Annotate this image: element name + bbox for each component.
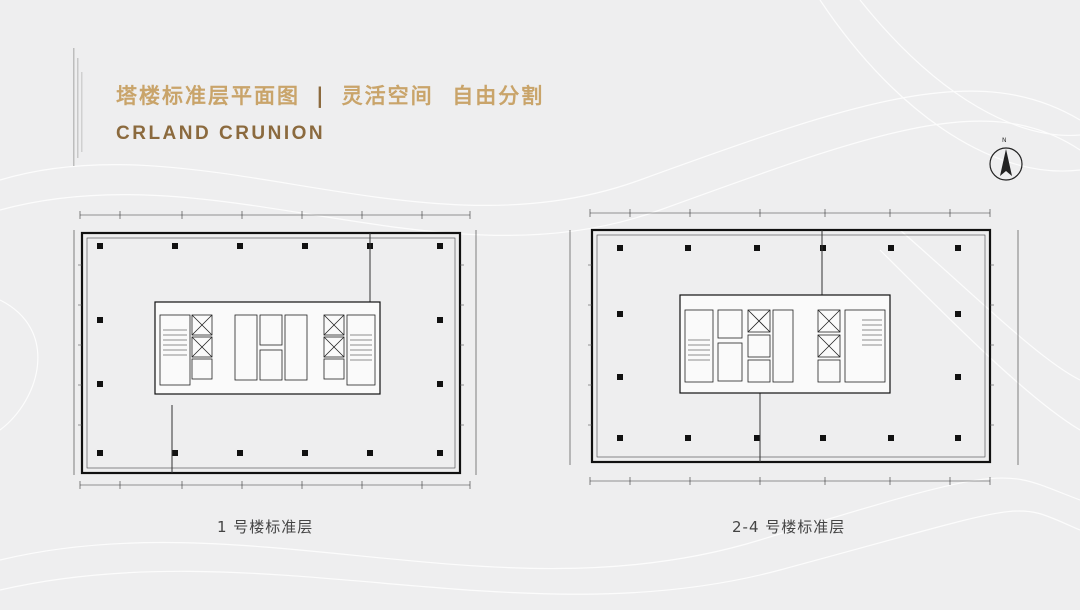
north-compass-icon: N xyxy=(989,137,1023,181)
floor-plan-2-drawing xyxy=(569,209,1019,485)
plan-caption-building-2-4: 2-4 号楼标准层 xyxy=(732,518,846,536)
title-slogan: 灵活空间 自由分割 xyxy=(341,84,545,108)
title-main: 塔楼标准层平面图 xyxy=(116,84,300,108)
page-title: 塔楼标准层平面图 | 灵活空间 自由分割 xyxy=(116,80,544,110)
title-separator: | xyxy=(316,84,326,108)
plan-caption-building-1: 1 号楼标准层 xyxy=(217,518,314,536)
floor-plan-building-1 xyxy=(70,205,480,495)
compass-label: N xyxy=(1002,137,1007,144)
floor-plan-1-drawing xyxy=(73,211,477,489)
page-subtitle-en: CRLAND CRUNION xyxy=(116,123,326,144)
floor-plan-building-2-4 xyxy=(560,205,1030,495)
decorative-vertical-bars xyxy=(73,48,83,166)
